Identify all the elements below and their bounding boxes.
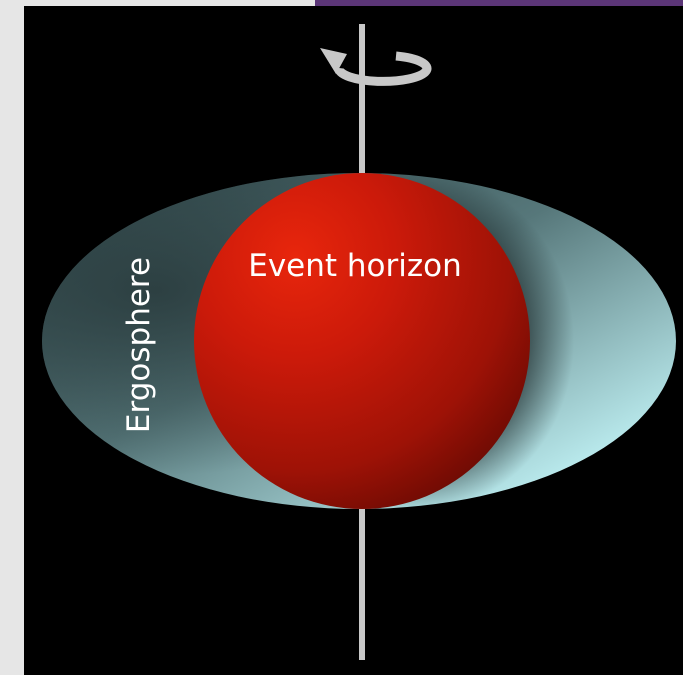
diagram-svg: Event horizon Ergosphere xyxy=(24,6,683,675)
event-horizon-sphere xyxy=(194,173,530,509)
ergosphere-label: Ergosphere xyxy=(121,257,157,433)
rotation-arrow-icon xyxy=(320,24,427,96)
event-horizon-label: Event horizon xyxy=(248,248,462,284)
kerr-black-hole-diagram: Event horizon Ergosphere xyxy=(24,6,683,675)
